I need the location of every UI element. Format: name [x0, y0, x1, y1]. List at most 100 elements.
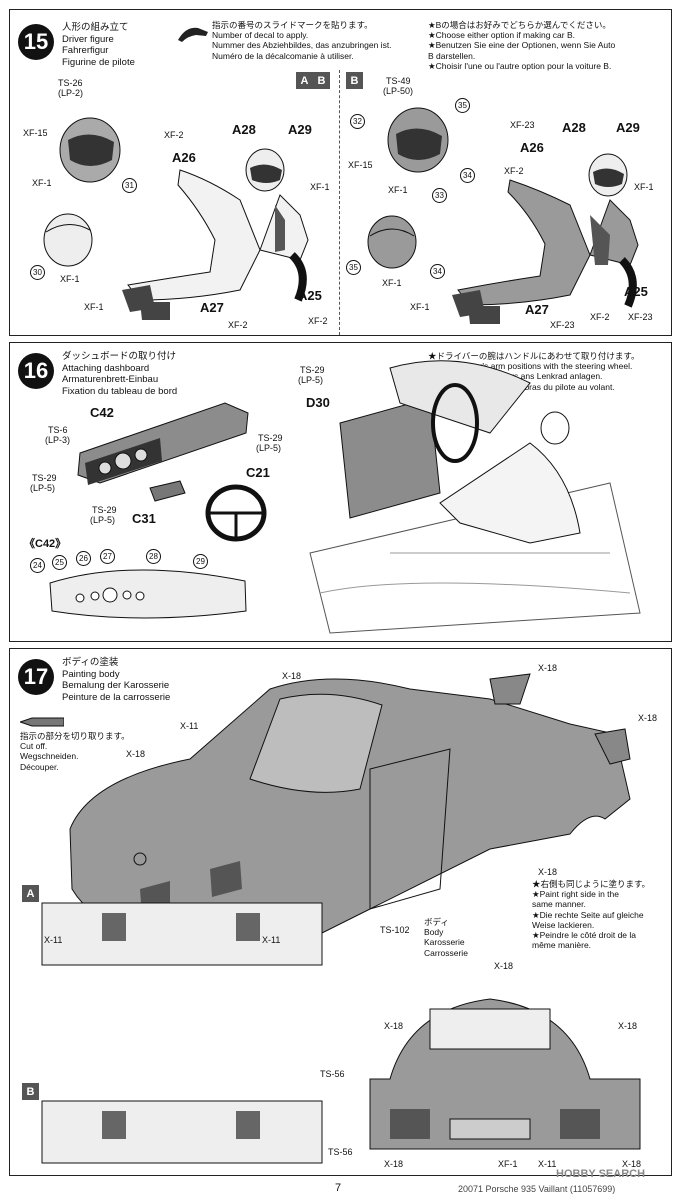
step-16-number: 16 [18, 353, 54, 389]
label-x11: X-11 [262, 935, 281, 945]
label-xf2: XF-2 [164, 130, 184, 140]
decal-25: 25 [52, 555, 67, 570]
footer-ref: 20071 Porsche 935 Vaillant (11057699) [458, 1184, 616, 1194]
label-x18: X-18 [282, 671, 302, 681]
label-ts49: TS-49 [386, 76, 411, 86]
label-x18: X-18 [618, 1021, 638, 1031]
decal-35: 35 [346, 260, 361, 275]
label-lp5: (LP-5) [256, 443, 282, 453]
label-xf1: XF-1 [382, 278, 402, 288]
label-x11: X-11 [44, 935, 63, 945]
label-x18: X-18 [384, 1021, 404, 1031]
label-x18: X-18 [494, 961, 514, 971]
step-15-title: 人形の組み立て Driver figure Fahrerfigur Figuri… [62, 22, 135, 68]
body-drawings [41, 673, 641, 1164]
label-x18: X-18 [638, 713, 658, 723]
decal-34: 34 [460, 168, 475, 183]
decal-24: 24 [30, 558, 45, 573]
label-xf23: XF-23 [628, 312, 653, 322]
label-xf15: XF-15 [23, 128, 48, 138]
part-a26: A26 [172, 150, 196, 165]
label-xf1: XF-1 [388, 185, 408, 195]
decal-27: 27 [100, 549, 115, 564]
title-jp: 人形の組み立て [62, 22, 129, 33]
label-ts102: TS-102 [380, 925, 410, 935]
label-ts56: TS-56 [328, 1147, 353, 1157]
label-ts6: TS-6 [48, 425, 68, 435]
plate-tag-b: B [22, 1083, 39, 1100]
part-c31: C31 [132, 511, 156, 526]
label-xf1: XF-1 [60, 274, 80, 284]
part-a27: A27 [525, 302, 549, 317]
step-17-title: ボディの塗装 Painting body Bemalung der Kaross… [62, 657, 171, 703]
label-x18: X-18 [622, 1159, 642, 1169]
label-xf1: XF-1 [634, 182, 654, 192]
label-xf1: XF-1 [84, 302, 104, 312]
label-ts29: TS-29 [258, 433, 283, 443]
label-xf23: XF-23 [510, 120, 535, 130]
decal-32: 32 [350, 114, 365, 129]
label-xf1: XF-1 [32, 178, 52, 188]
label-xf2: XF-2 [590, 312, 610, 322]
body-label: ボディ Body Karosserie Carrosserie [424, 917, 468, 958]
decal-note: 指示の番号のスライドマークを貼ります。 Number of decal to a… [212, 20, 392, 61]
label-x11: X-11 [538, 1159, 557, 1169]
title-de: Fahrerfigur [62, 45, 109, 56]
label-xf2: XF-2 [228, 320, 248, 330]
step-15-number: 15 [18, 24, 54, 60]
label-ts29: TS-29 [32, 473, 57, 483]
label-x18: X-18 [538, 663, 558, 673]
label-xf1: XF-1 [310, 182, 330, 192]
decal-33: 33 [432, 188, 447, 203]
tag-a: A [296, 72, 313, 89]
c42-detail-label: 《C42》 [24, 538, 67, 550]
label-xf2: XF-2 [308, 316, 328, 326]
part-a29: A29 [288, 122, 312, 137]
label-lp5: (LP-5) [90, 515, 116, 525]
step-15-panel: 15 人形の組み立て Driver figure Fahrerfigur Fig… [9, 9, 672, 336]
driver-figure-drawings [43, 107, 639, 324]
title-fr: Figurine de pilote [62, 56, 135, 68]
label-x11: X-11 [180, 721, 199, 731]
part-a25: A25 [298, 288, 322, 303]
decal-35: 35 [455, 98, 470, 113]
dashboard-drawings [49, 360, 641, 634]
label-lp5: (LP-5) [298, 375, 324, 385]
label-ts29: TS-29 [300, 365, 325, 375]
part-a27: A27 [200, 300, 224, 315]
label-ts29: TS-29 [92, 505, 117, 515]
step-16-title: ダッシュボードの取り付け Attaching dashboard Armatur… [62, 351, 178, 397]
decal-29: 29 [193, 554, 208, 569]
part-a28: A28 [562, 120, 586, 135]
label-ts56: TS-56 [320, 1069, 345, 1079]
label-xf1: XF-1 [498, 1159, 518, 1169]
step-17-panel: 17 ボディの塗装 Painting body Bemalung der Kar… [9, 648, 672, 1176]
part-a26: A26 [520, 140, 544, 155]
decal-34: 34 [430, 264, 445, 279]
decal-hand-icon [176, 22, 210, 44]
label-xf2: XF-2 [504, 166, 524, 176]
label-lp3: (LP-3) [45, 435, 71, 445]
tag-b-option: B [346, 72, 363, 89]
page-number: 7 [335, 1182, 342, 1194]
label-lp5: (LP-5) [30, 483, 56, 493]
part-c21: C21 [246, 465, 270, 480]
plate-tag-a: A [22, 885, 39, 902]
label-xf23: XF-23 [550, 320, 575, 330]
step-16-panel: 16 ダッシュボードの取り付け Attaching dashboard Arma… [9, 342, 672, 642]
decal-31: 31 [122, 178, 137, 193]
label-xf1: XF-1 [410, 302, 430, 312]
label-x18: X-18 [126, 749, 146, 759]
label-x18: X-18 [538, 867, 558, 877]
part-d30: D30 [306, 395, 330, 410]
side-note: ★右側も同じように塗ります。 ★Paint right side in the … [532, 879, 651, 951]
part-a28: A28 [232, 122, 256, 137]
divider-line [339, 70, 340, 335]
knife-icon [20, 717, 64, 727]
part-a25: A25 [624, 284, 648, 299]
decal-26: 26 [76, 551, 91, 566]
label-lp50: (LP-50) [383, 86, 414, 96]
part-a29: A29 [616, 120, 640, 135]
label-xf15: XF-15 [348, 160, 373, 170]
option-note: ★Bの場合はお好みでどちらか選んでください。 ★Choose either op… [428, 20, 616, 71]
